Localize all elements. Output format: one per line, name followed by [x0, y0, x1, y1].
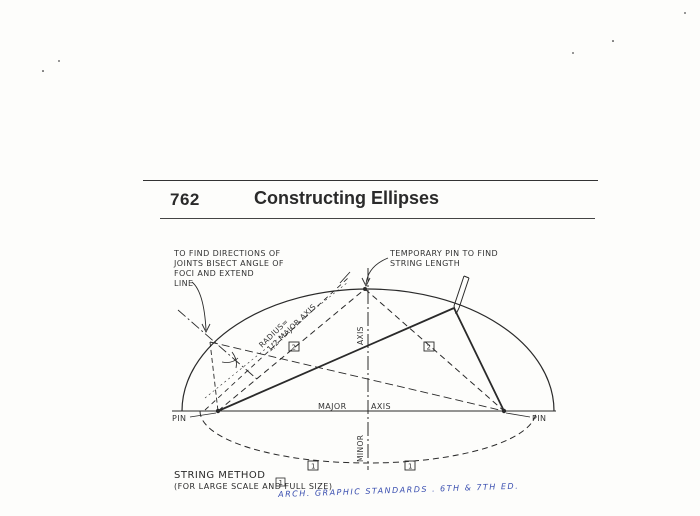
upper-ellipse-arc [181, 288, 555, 412]
string-solid-right [453, 307, 505, 412]
left-focus-pin [215, 408, 221, 414]
box-marker-2-right: 2 [423, 341, 435, 352]
joints-leader-arrowhead [201, 323, 211, 334]
joints-note-line-4: LINE [174, 279, 193, 288]
page-title: Constructing Ellipses [254, 188, 440, 208]
box-marker-1-right: 1 [404, 460, 416, 471]
scan-speck [42, 70, 44, 72]
major-axis-right-label: AXIS [371, 402, 391, 411]
pin-leader-arrowhead [361, 277, 371, 288]
radius-upper-extension [339, 271, 351, 284]
scan-speck [58, 60, 60, 62]
box-marker-2-left-text: 2 [292, 344, 296, 352]
box-marker-1-right-text: 1 [408, 463, 412, 471]
major-axis-left-label: MAJOR [318, 402, 347, 411]
pin-left-leader [189, 412, 217, 418]
radius-line [204, 277, 349, 411]
caption-subtitle: (FOR LARGE SCALE AND FULL SIZE) [174, 482, 332, 491]
box-marker-2-right-text: 2 [427, 344, 431, 352]
box-marker-2-left: 2 [288, 341, 300, 352]
joints-note-line-2: JOINTS BISECT ANGLE OF [173, 259, 284, 268]
joints-note-line-1: TO FIND DIRECTIONS OF [173, 249, 281, 258]
temporary-pin [363, 287, 367, 291]
title-underline [160, 218, 595, 219]
pin-leader-arrow [365, 257, 389, 285]
minor-axis-upper-label: AXIS [356, 326, 365, 345]
pencil-icon [453, 275, 470, 315]
box-marker-bottom-text: 1 [279, 479, 283, 487]
bisect-arc-b [221, 357, 239, 363]
string-right-dashed [364, 288, 505, 412]
pin-left-label: PIN [172, 414, 186, 423]
pin-right-leader [505, 412, 531, 418]
bisector-line [177, 309, 259, 381]
box-marker-bottom: 1 [275, 477, 286, 487]
minor-axis-lower-label: MINOR [356, 435, 365, 462]
box-marker-1-left-text: 1 [311, 463, 315, 471]
caption-title: STRING METHOD [174, 470, 265, 481]
box-marker-1-left: 1 [307, 460, 319, 471]
scan-speck [612, 40, 614, 42]
radius-cross-line [204, 281, 349, 399]
temp-pin-note-line-2: STRING LENGTH [390, 259, 460, 268]
scan-speck [572, 52, 574, 54]
header-rule [143, 180, 598, 181]
temp-pin-note-line-1: TEMPORARY PIN TO FIND [389, 249, 498, 258]
joint-line-short [209, 341, 219, 412]
pin-right-label: PIN [532, 414, 546, 423]
page-number: 762 [170, 190, 200, 209]
right-focus-pin [501, 408, 507, 414]
string-left-dashed [217, 288, 366, 412]
joint-line-long [209, 341, 505, 412]
string-solid-left [217, 307, 455, 412]
joints-note-line-3: FOCI AND EXTEND [174, 269, 254, 278]
joints-leader-arrow [191, 281, 207, 331]
scan-speck [684, 12, 686, 14]
